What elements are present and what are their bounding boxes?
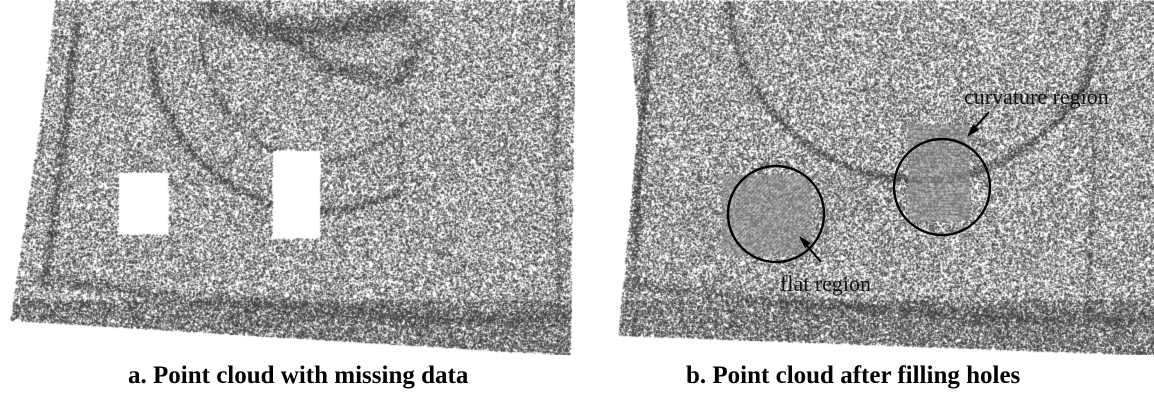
annotation-overlay: curvature region flat region <box>726 84 1109 296</box>
curvature-region-label: curvature region <box>964 84 1109 109</box>
curvature-region-circle <box>892 137 992 237</box>
caption-a: a. Point cloud with missing data <box>128 362 469 389</box>
point-cloud-image <box>0 0 575 355</box>
flat-region-arrowhead <box>799 236 811 248</box>
panel-point-cloud-missing-data: a. Point cloud with missing data <box>0 0 575 401</box>
flat-region-label: flat region <box>780 271 871 296</box>
flat-region-circle <box>726 164 826 264</box>
curvature-region-arrowhead <box>967 124 979 137</box>
point-cloud-filled-image <box>578 0 1154 355</box>
caption-b: b. Point cloud after filling holes <box>686 362 1021 389</box>
panel-point-cloud-filled: curvature region flat region b. Point cl… <box>578 0 1154 401</box>
